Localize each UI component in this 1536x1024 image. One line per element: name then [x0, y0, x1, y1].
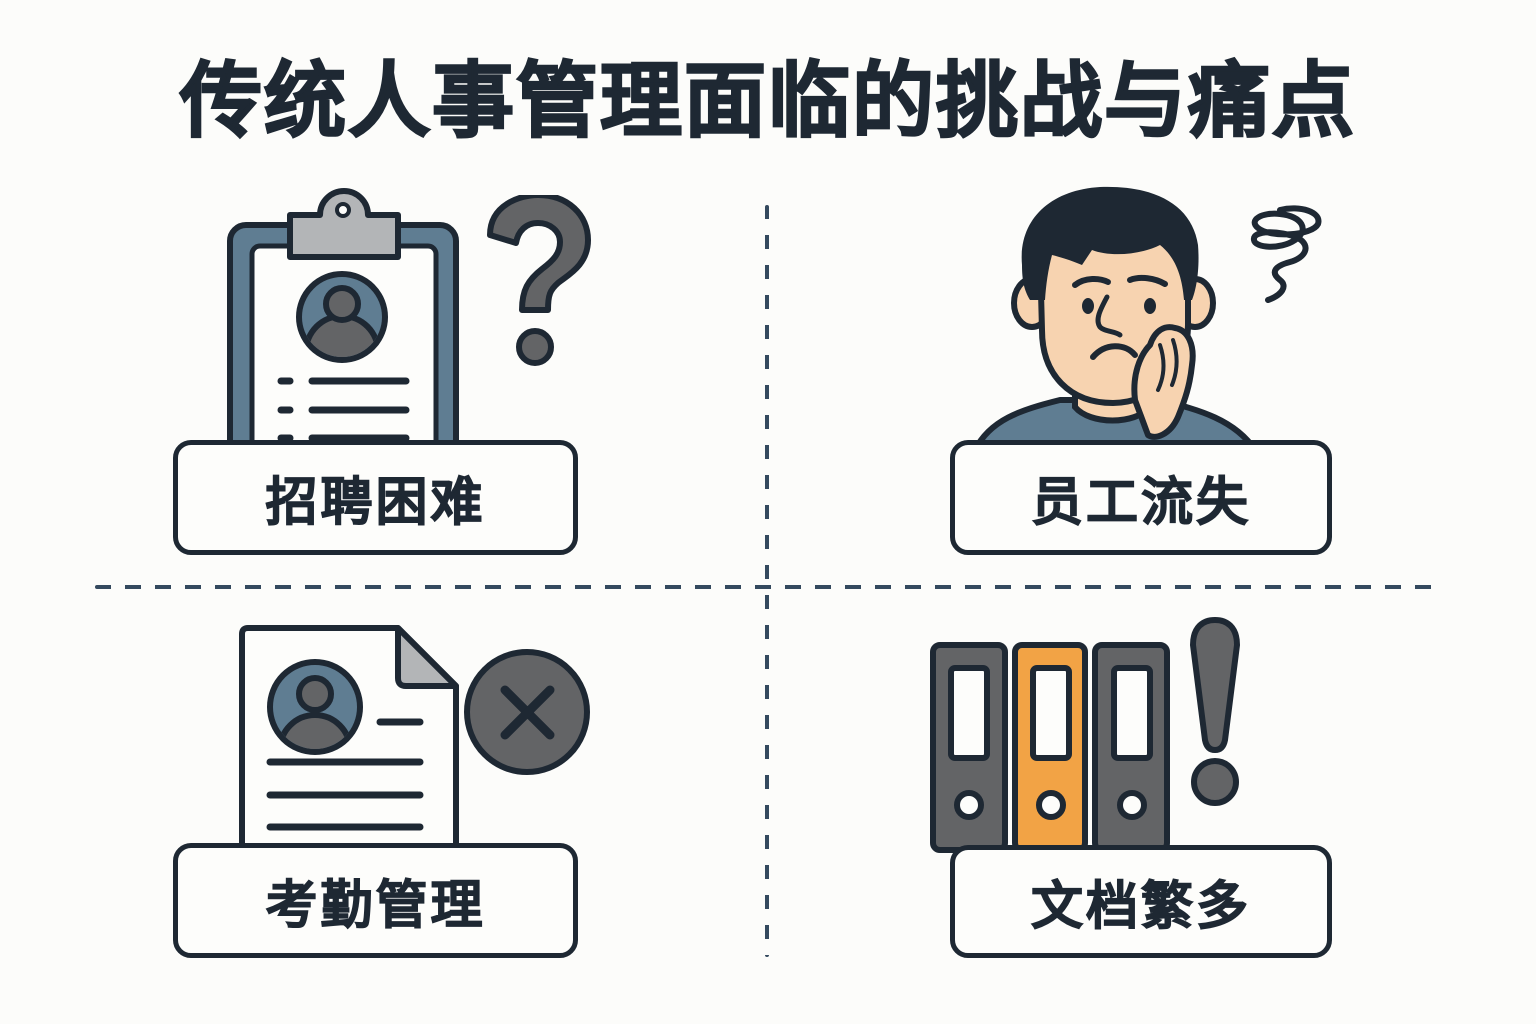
label-recruitment: 招聘困难: [173, 440, 578, 555]
label-attendance: 考勤管理: [173, 843, 578, 958]
binders-icon: [930, 642, 1170, 853]
vertical-divider: [765, 205, 769, 957]
worried-employee-icon: [972, 186, 1258, 453]
dizzy-spiral-icon: [1251, 205, 1322, 303]
label-turnover: 员工流失: [950, 440, 1332, 555]
label-documents: 文档繁多: [950, 845, 1332, 958]
page-title: 传统人事管理面临的挑战与痛点: [179, 53, 1356, 150]
clipboard-resume-icon: [227, 188, 459, 460]
document-profile-icon: [239, 625, 459, 852]
x-circle-icon: [464, 649, 590, 775]
exclamation-mark-icon: [1190, 617, 1240, 806]
horizontal-divider: [95, 585, 1440, 589]
question-mark-icon: [487, 195, 591, 366]
